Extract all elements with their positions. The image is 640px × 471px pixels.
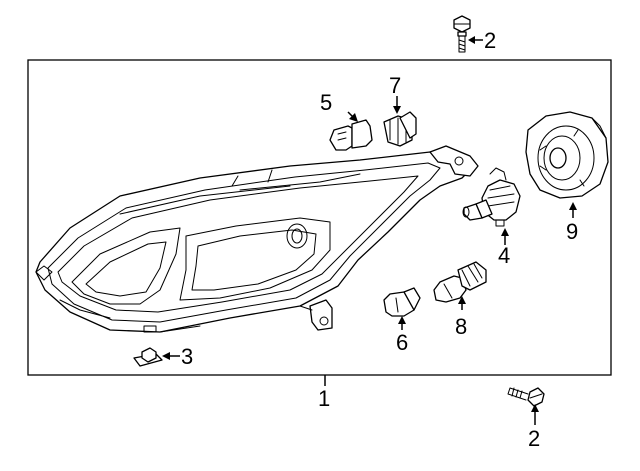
dust-cap [525, 111, 609, 199]
callout-4: 4 [498, 243, 510, 268]
callout-6: 6 [396, 330, 408, 355]
bolt-bottom [507, 387, 545, 407]
capsule-bulb [433, 261, 487, 303]
callout-8: 8 [455, 314, 467, 339]
callout-2-top: 2 [484, 28, 496, 53]
callout-2-bottom: 2 [528, 426, 540, 451]
assembly-frame [27, 59, 612, 376]
headlamp-housing [35, 145, 479, 333]
callout-9: 9 [566, 219, 578, 244]
bulb-socket [383, 111, 417, 147]
callout-5: 5 [320, 90, 332, 115]
callout-7: 7 [389, 73, 401, 98]
clip-nut [133, 347, 163, 367]
bulb-h4 [462, 167, 521, 227]
callout-3: 3 [181, 344, 193, 369]
bolt-top [453, 15, 471, 53]
callout-1: 1 [318, 386, 330, 411]
small-bulb [383, 287, 421, 317]
wedge-bulb [329, 119, 373, 151]
